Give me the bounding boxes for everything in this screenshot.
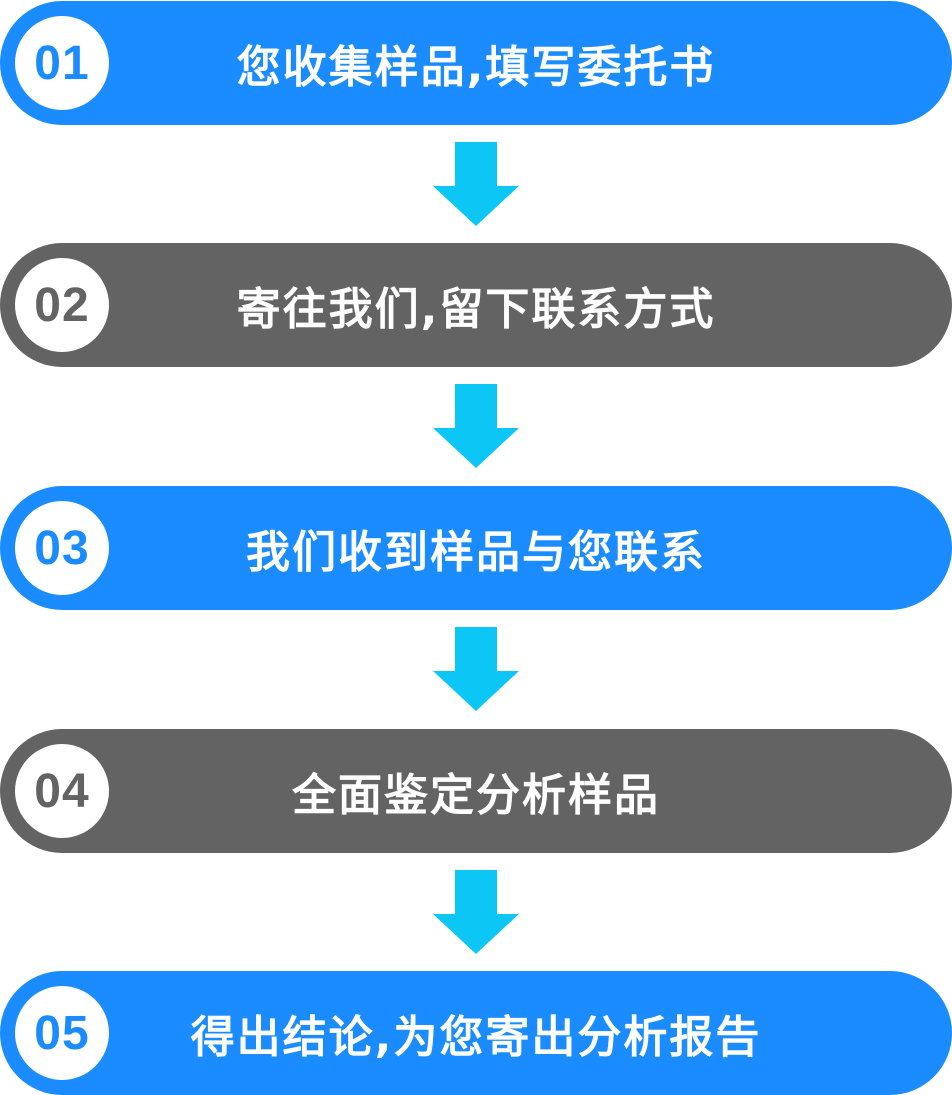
step-number-badge: 05: [15, 986, 109, 1080]
step-label: 全面鉴定分析样品: [292, 770, 660, 821]
down-arrow-icon: [433, 384, 519, 468]
step-number-badge: 03: [15, 501, 109, 595]
step-3: 03 我们收到样品与您联系: [0, 486, 952, 610]
step-number-badge: 01: [15, 16, 109, 110]
step-label: 我们收到样品与您联系: [246, 527, 706, 578]
step-number-badge: 02: [15, 258, 109, 352]
down-arrow-icon: [433, 142, 519, 226]
down-arrow-icon: [433, 870, 519, 954]
step-label: 寄往我们,留下联系方式: [236, 284, 716, 335]
step-5: 05 得出结论,为您寄出分析报告: [0, 971, 952, 1095]
step-4: 04 全面鉴定分析样品: [0, 729, 952, 853]
step-2: 02 寄往我们,留下联系方式: [0, 243, 952, 367]
step-1: 01 您收集样品,填写委托书: [0, 1, 952, 125]
step-number-badge: 04: [15, 744, 109, 838]
down-arrow-icon: [433, 627, 519, 711]
step-label: 得出结论,为您寄出分析报告: [190, 1012, 762, 1063]
step-label: 您收集样品,填写委托书: [236, 42, 716, 93]
